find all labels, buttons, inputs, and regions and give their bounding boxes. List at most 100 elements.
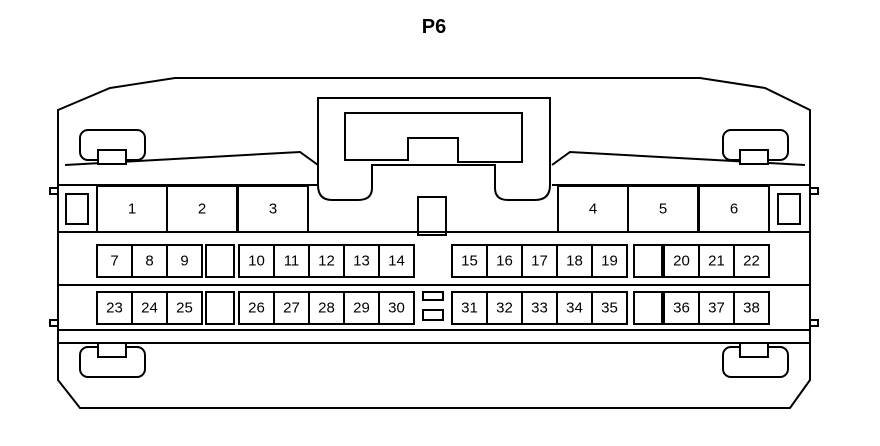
pin-21: 21 — [698, 244, 735, 278]
pin-number: 35 — [601, 300, 618, 317]
pin-18: 18 — [556, 244, 593, 278]
pin-number: 8 — [145, 253, 153, 270]
pin-cavity — [96, 244, 133, 278]
pin-number: 2 — [198, 201, 206, 218]
pin-cavity — [521, 244, 558, 278]
pin-number: 7 — [110, 253, 118, 270]
pin-number: 12 — [318, 253, 335, 270]
pin-number: 22 — [743, 253, 760, 270]
pin-number: 14 — [388, 253, 405, 270]
pin-1: 1 — [96, 185, 168, 233]
pin-number: 4 — [589, 201, 597, 218]
pin-cavity — [557, 185, 629, 233]
pin-cavity — [343, 291, 380, 325]
pin-number: 38 — [743, 300, 760, 317]
pin-cavity — [166, 244, 203, 278]
pin-31: 31 — [451, 291, 488, 325]
pin-37: 37 — [698, 291, 735, 325]
pin-15: 15 — [451, 244, 488, 278]
pin-number: 6 — [730, 201, 738, 218]
pin-cavity — [238, 291, 275, 325]
pin-16: 16 — [486, 244, 523, 278]
pin-25: 25 — [166, 291, 203, 325]
pin-cavity — [343, 244, 380, 278]
pin-number: 33 — [531, 300, 548, 317]
pin-32: 32 — [486, 291, 523, 325]
pin-9: 9 — [166, 244, 203, 278]
keying-features — [65, 193, 801, 325]
pin-11: 11 — [273, 244, 310, 278]
pin-cavity — [378, 291, 415, 325]
pin-number: 27 — [283, 300, 300, 317]
pin-number: 37 — [708, 300, 725, 317]
pin-cavity — [663, 244, 700, 278]
pin-4: 4 — [557, 185, 629, 233]
pin-number: 26 — [248, 300, 265, 317]
pin-number: 36 — [673, 300, 690, 317]
pin-24: 24 — [131, 291, 168, 325]
pin-3: 3 — [237, 185, 309, 233]
pin-10: 10 — [238, 244, 275, 278]
pin-20: 20 — [663, 244, 700, 278]
pin-38: 38 — [733, 291, 770, 325]
pin-number: 5 — [659, 201, 667, 218]
pin-cavity — [733, 244, 770, 278]
pin-cavity — [591, 291, 628, 325]
pin-7: 7 — [96, 244, 133, 278]
pin-number: 17 — [531, 253, 548, 270]
pin-cavity — [591, 244, 628, 278]
pin-number: 28 — [318, 300, 335, 317]
pin-number: 16 — [496, 253, 513, 270]
pin-29: 29 — [343, 291, 380, 325]
pin-36: 36 — [663, 291, 700, 325]
pin-number: 31 — [461, 300, 478, 317]
connector-title: P6 — [422, 16, 446, 38]
pin-22: 22 — [733, 244, 770, 278]
pin-cavity — [273, 291, 310, 325]
pin-number: 24 — [141, 300, 158, 317]
pin-6: 6 — [698, 185, 770, 233]
pin-number: 32 — [496, 300, 513, 317]
pin-cavity — [698, 244, 735, 278]
pin-26: 26 — [238, 291, 275, 325]
pin-number: 13 — [353, 253, 370, 270]
pin-27: 27 — [273, 291, 310, 325]
pin-8: 8 — [131, 244, 168, 278]
pin-number: 1 — [128, 201, 136, 218]
pin-34: 34 — [556, 291, 593, 325]
guide-clips — [79, 129, 789, 378]
locking-latch — [317, 97, 551, 236]
pin-number: 34 — [566, 300, 583, 317]
pin-number: 20 — [673, 253, 690, 270]
pin-number: 25 — [176, 300, 193, 317]
pin-19: 19 — [591, 244, 628, 278]
pin-cavity — [733, 291, 770, 325]
pin-number: 11 — [284, 253, 300, 270]
pin-number: 3 — [269, 201, 277, 218]
pin-30: 30 — [378, 291, 415, 325]
pin-14: 14 — [378, 244, 415, 278]
pin-cavity — [308, 244, 345, 278]
pin-number: 23 — [106, 300, 123, 317]
pin-number: 15 — [461, 253, 478, 270]
pin-cavity — [166, 291, 203, 325]
pin-2: 2 — [166, 185, 238, 233]
connector-housing — [49, 77, 819, 409]
pin-17: 17 — [521, 244, 558, 278]
pin-28: 28 — [308, 291, 345, 325]
pin-number: 9 — [180, 253, 188, 270]
pin-23: 23 — [96, 291, 133, 325]
pin-number: 18 — [566, 253, 583, 270]
pin-number: 10 — [248, 253, 265, 270]
pin-cavity — [237, 185, 309, 233]
pin-number: 21 — [708, 253, 725, 270]
pin-cavity — [698, 185, 770, 233]
pin-cavity — [378, 244, 415, 278]
pin-number: 29 — [353, 300, 370, 317]
pin-5: 5 — [627, 185, 699, 233]
pin-13: 13 — [343, 244, 380, 278]
pin-cavity — [96, 291, 133, 325]
pin-35: 35 — [591, 291, 628, 325]
